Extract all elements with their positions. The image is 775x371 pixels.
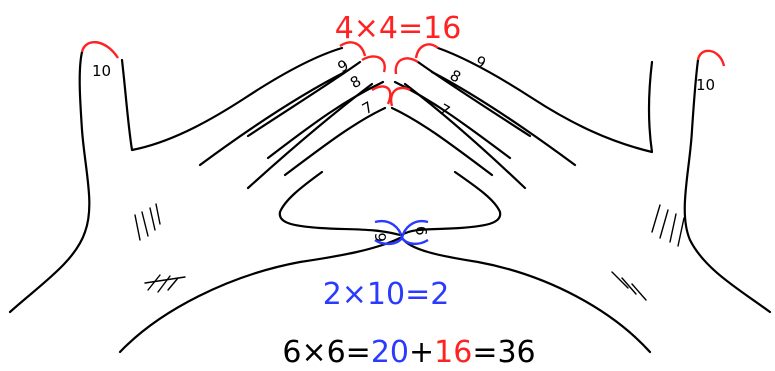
right-thumb-number: 10	[696, 76, 715, 94]
left-finger-8-number: 8	[347, 72, 364, 92]
bottom-equation-tens: 20	[371, 335, 409, 370]
left-thumb-number: 10	[92, 62, 111, 80]
right-wrinkles-1	[652, 205, 684, 246]
left-six-finger	[280, 172, 400, 235]
left-finger-6-number: 6	[372, 232, 390, 242]
left-tip-8	[362, 56, 385, 72]
bottom-equation-lhs: 6×6=	[282, 335, 370, 370]
right-tip-8	[396, 58, 418, 74]
left-thumb-tip	[82, 42, 118, 58]
bottom-equation-plus: +	[409, 335, 434, 370]
left-finger-9-number: 9	[334, 56, 351, 76]
right-wrinkles-2	[612, 272, 646, 300]
left-wrinkles-2	[148, 275, 178, 292]
right-tip-7	[391, 88, 410, 106]
right-finger-7-number: 7	[436, 100, 453, 120]
top-equation: 4×4=16	[335, 11, 462, 46]
left-tip-7	[372, 86, 390, 104]
left-wrinkles-1	[135, 204, 160, 240]
bottom-equation-units: 16	[434, 335, 472, 370]
left-finger-7-number: 7	[359, 98, 376, 118]
middle-equation: 2×10=2	[323, 277, 450, 312]
bottom-equation-result: =36	[472, 335, 535, 370]
left-finger-lines	[248, 62, 385, 175]
right-hand-outline	[405, 48, 770, 312]
left-hand-outline	[10, 48, 372, 312]
right-finger-6-number: 6	[412, 226, 430, 236]
right-tip-9	[416, 44, 438, 58]
right-thumb-tip	[698, 51, 724, 66]
bottom-equation: 6×6=20+16=36	[282, 335, 535, 370]
